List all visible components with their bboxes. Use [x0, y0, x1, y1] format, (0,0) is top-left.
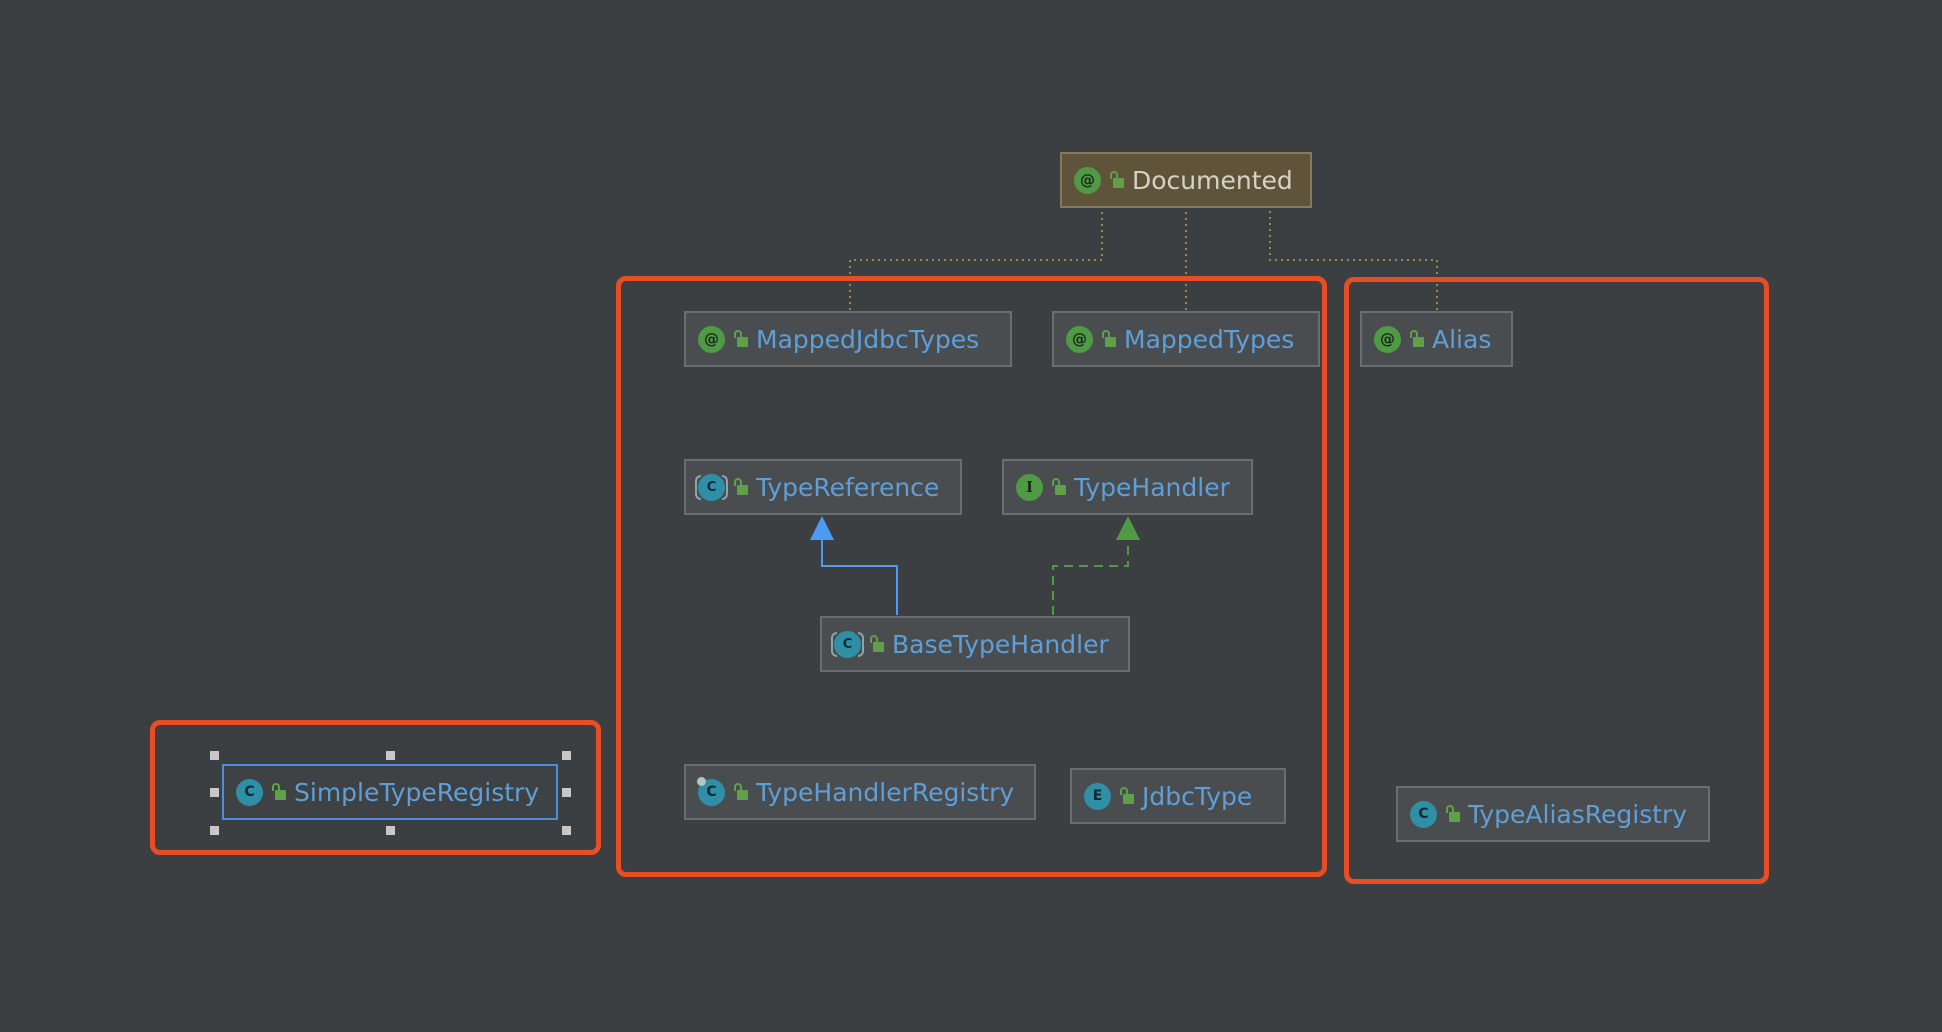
selection-handle-top-center[interactable]	[386, 751, 395, 760]
abstract-class-icon: C	[831, 630, 864, 658]
public-lock-icon	[733, 330, 748, 348]
node-basetypehandler[interactable]: C BaseTypeHandler	[820, 616, 1130, 672]
public-lock-icon	[1409, 330, 1424, 348]
public-lock-icon	[271, 783, 286, 801]
node-alias[interactable]: @ Alias	[1360, 311, 1513, 367]
public-lock-icon	[1109, 171, 1124, 189]
highlight-box-type-handlers	[616, 276, 1327, 877]
public-lock-icon	[733, 783, 748, 801]
public-lock-icon	[869, 635, 884, 653]
node-documented[interactable]: @ Documented	[1060, 152, 1312, 208]
node-typereference[interactable]: C TypeReference	[684, 459, 962, 515]
node-mappedjdbctypes[interactable]: @ MappedJdbcTypes	[684, 311, 1012, 367]
highlight-box-simple-registry	[150, 720, 601, 855]
class-c-icon: C	[236, 778, 263, 806]
node-typehandler[interactable]: I TypeHandler	[1002, 459, 1253, 515]
final-class-c-icon: C	[697, 776, 725, 806]
highlight-box-type-aliases	[1344, 277, 1769, 884]
selection-handle-middle-right[interactable]	[562, 788, 571, 797]
public-lock-icon	[1119, 787, 1134, 805]
node-jdbctype[interactable]: E JdbcType	[1070, 768, 1286, 824]
at-sign-icon: @	[1374, 325, 1401, 353]
node-mappedtypes[interactable]: @ MappedTypes	[1052, 311, 1320, 367]
node-label: JdbcType	[1142, 781, 1253, 811]
class-c-icon: C	[1410, 800, 1437, 828]
selection-handle-bottom-left[interactable]	[210, 826, 219, 835]
node-label: TypeAliasRegistry	[1468, 799, 1688, 829]
at-sign-icon: @	[698, 325, 725, 353]
node-label: TypeHandlerRegistry	[756, 777, 1015, 807]
node-typealiasregistry[interactable]: C TypeAliasRegistry	[1396, 786, 1710, 842]
selection-handle-middle-left[interactable]	[210, 788, 219, 797]
public-lock-icon	[1101, 330, 1116, 348]
node-label: MappedJdbcTypes	[756, 324, 980, 354]
public-lock-icon	[733, 478, 748, 496]
interface-i-icon: I	[1016, 473, 1043, 501]
node-typehandlerregistry[interactable]: C TypeHandlerRegistry	[684, 764, 1036, 820]
selection-handle-bottom-center[interactable]	[386, 826, 395, 835]
selection-handle-top-right[interactable]	[562, 751, 571, 760]
abstract-class-icon: C	[695, 473, 728, 501]
node-label: MappedTypes	[1124, 324, 1295, 354]
selection-handle-top-left[interactable]	[210, 751, 219, 760]
at-sign-icon: @	[1074, 166, 1101, 194]
at-sign-icon: @	[1066, 325, 1093, 353]
public-lock-icon	[1445, 805, 1460, 823]
enum-e-icon: E	[1084, 782, 1111, 810]
node-label: Documented	[1132, 165, 1293, 195]
node-label: TypeReference	[756, 472, 940, 502]
node-label: TypeHandler	[1074, 472, 1230, 502]
public-lock-icon	[1051, 478, 1066, 496]
node-label: SimpleTypeRegistry	[294, 777, 540, 807]
node-label: Alias	[1432, 324, 1492, 354]
node-simpletyperegistry[interactable]: C SimpleTypeRegistry	[222, 764, 558, 820]
selection-handle-bottom-right[interactable]	[562, 826, 571, 835]
node-label: BaseTypeHandler	[892, 629, 1109, 659]
